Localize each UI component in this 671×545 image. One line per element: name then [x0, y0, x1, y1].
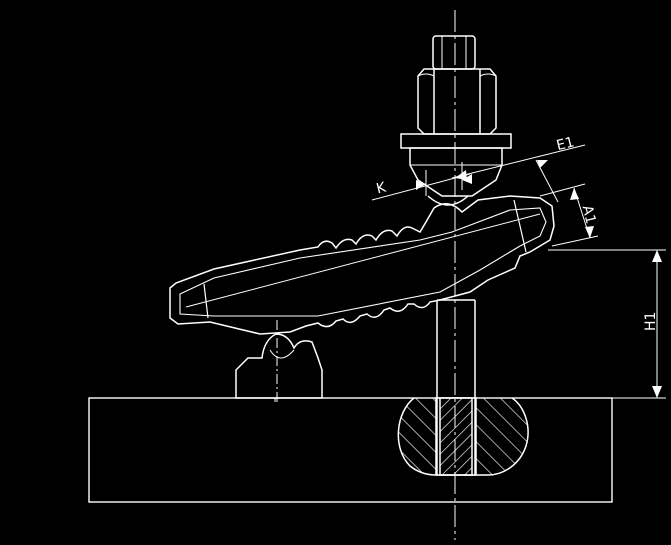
stud-bolt — [436, 299, 476, 475]
dimension-a1 — [539, 183, 599, 247]
stud-top — [432, 35, 476, 70]
heel-support — [235, 333, 323, 402]
base-block — [88, 397, 613, 503]
spherical-seat — [409, 147, 503, 206]
label-e1: E1 — [555, 134, 576, 154]
clamp-arm — [169, 195, 555, 335]
dimension-e1 — [451, 144, 586, 203]
label-a1: A1 — [579, 204, 599, 226]
slot-cavity — [397, 397, 529, 476]
dimension-h1 — [548, 249, 666, 399]
washer — [400, 133, 512, 149]
label-h1: H1 — [643, 312, 659, 331]
label-k: K — [375, 179, 389, 197]
hex-nut — [417, 68, 497, 135]
